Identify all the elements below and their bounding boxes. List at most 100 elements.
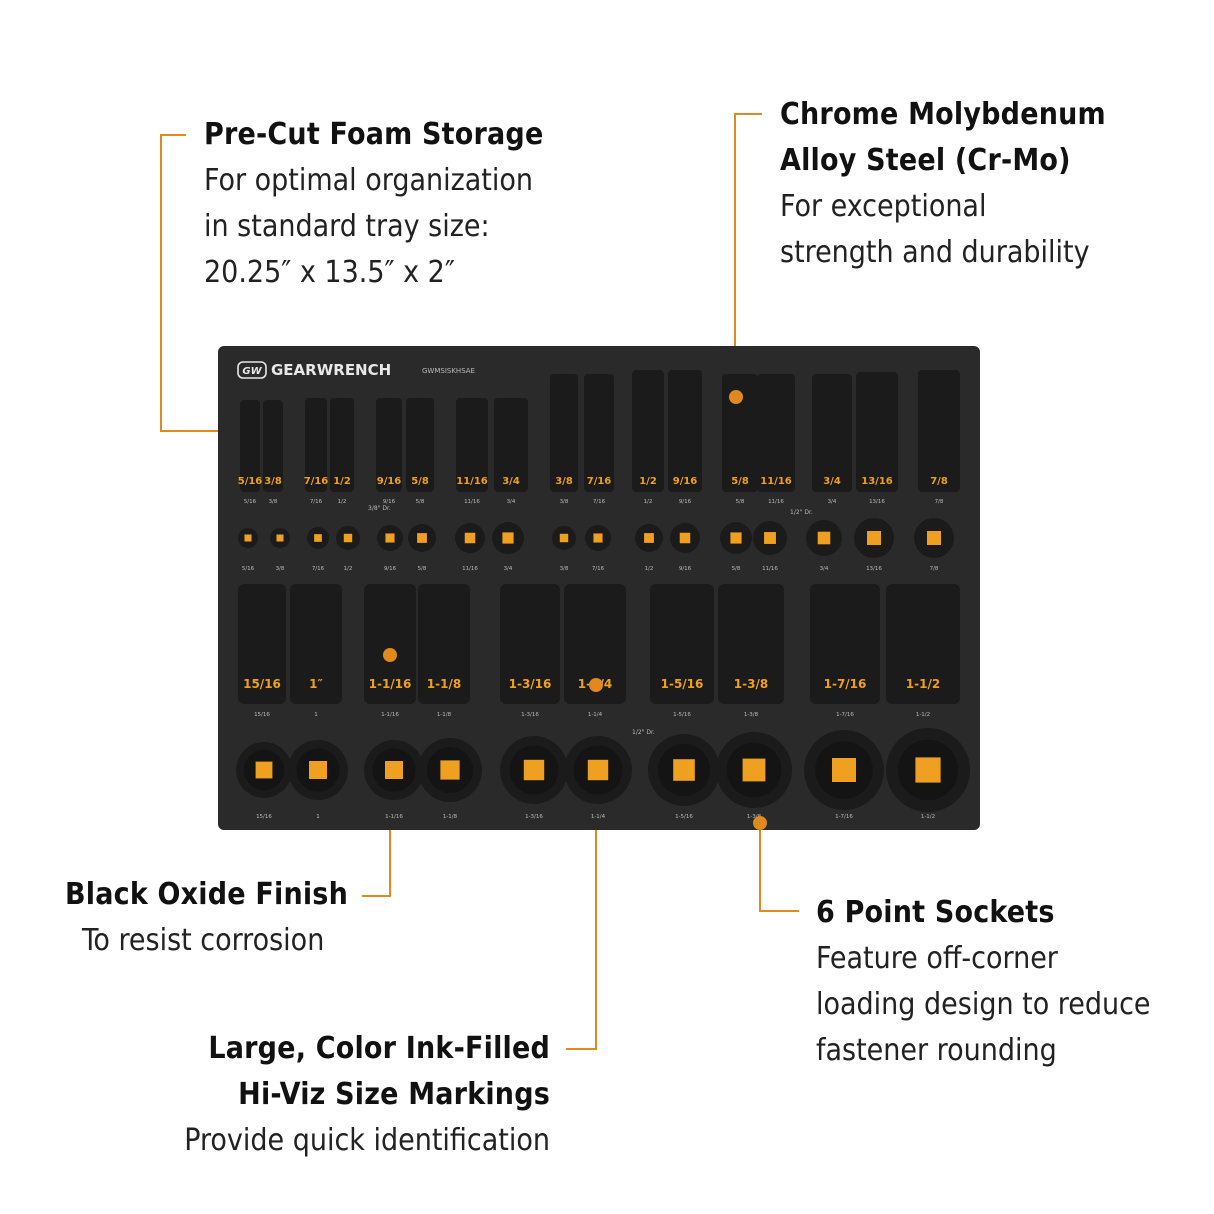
foam-leader-vertical (160, 134, 162, 432)
shallow-socket-drive-3 (343, 533, 353, 543)
chrome-leader-dot (729, 390, 743, 404)
large-shallow-socket-drive-7 (742, 758, 766, 782)
large-shallow-socket-slot-label-1: 1 (316, 814, 320, 820)
large-socket-1-1-4-5 (564, 584, 626, 704)
drive-label-1-2-top: 1/2" Dr. (790, 509, 813, 516)
large-socket-slot-label-7: 1-3/8 (744, 712, 759, 718)
shallow-socket-slot-label-14: 3/4 (820, 566, 829, 572)
large-socket-slot-label-5: 1-1/4 (588, 712, 603, 718)
shallow-socket-slot-label-2: 7/16 (312, 566, 325, 572)
deep-socket-slot-label-2: 7/16 (310, 499, 323, 505)
deep-socket-slot-label-15: 13/16 (869, 499, 885, 505)
large-socket-marking-2: 1-1/16 (369, 677, 412, 691)
markings-title-1: Large, Color Ink-Filled (208, 1031, 550, 1066)
shallow-socket-slot-label-11: 9/16 (679, 566, 692, 572)
large-shallow-socket-drive-6 (673, 759, 695, 781)
deep-socket-7-16-2 (305, 398, 327, 492)
markings-title-2: Hi-Viz Size Markings (238, 1077, 550, 1112)
model-number: GWMSISKHSAE (422, 367, 475, 375)
six-point-desc-1: Feature off-corner (816, 941, 1058, 976)
six-point-desc-3: fastener rounding (816, 1033, 1057, 1068)
shallow-socket-drive-2 (314, 534, 322, 542)
shallow-socket-slot-label-3: 1/2 (344, 566, 353, 572)
chrome-desc-2: strength and durability (780, 235, 1090, 270)
shallow-socket-slot-label-13: 11/16 (762, 566, 778, 572)
deep-socket-3-4-7 (494, 398, 528, 492)
large-socket-marking-3: 1-1/8 (427, 677, 461, 691)
large-socket-1-3-16-4 (500, 584, 560, 704)
deep-socket-9-16-4 (376, 398, 402, 492)
large-socket-slot-label-3: 1-1/8 (437, 712, 452, 718)
deep-socket-marking-13: 11/16 (760, 476, 792, 487)
deep-socket-slot-label-14: 3/4 (828, 499, 837, 505)
shallow-socket-drive-8 (559, 533, 569, 543)
shallow-socket-slot-label-12: 5/8 (732, 566, 741, 572)
six-point-desc-2: loading design to reduce (816, 987, 1151, 1022)
chrome-callout: Chrome Molybdenum Alloy Steel (Cr-Mo) Fo… (780, 92, 1106, 276)
black-oxide-callout: Black Oxide Finish To resist corrosion (60, 872, 348, 964)
deep-socket-marking-10: 1/2 (639, 476, 657, 487)
chrome-leader-vertical (734, 113, 736, 397)
foam-storage-desc-2: in standard tray size: (204, 209, 490, 244)
shallow-socket-slot-label-5: 5/8 (418, 566, 427, 572)
shallow-socket-drive-9 (593, 533, 603, 543)
deep-socket-marking-8: 3/8 (555, 476, 573, 487)
shallow-socket-drive-7 (502, 532, 514, 544)
large-socket-1-1-8-3 (418, 584, 470, 704)
chrome-title-1: Chrome Molybdenum (780, 97, 1106, 132)
deep-socket-13-16-15 (856, 372, 898, 492)
foam-tray: GW GEARWRENCH GWMSISKHSAE 3/8" Dr. 1/2" … (218, 346, 980, 830)
oxide-leader-bottom (362, 895, 390, 897)
black-oxide-desc: To resist corrosion (82, 923, 325, 958)
large-socket-15-16-0 (238, 584, 286, 704)
shallow-socket-slot-label-9: 7/16 (592, 566, 605, 572)
large-shallow-socket-drive-4 (523, 759, 545, 781)
large-shallow-socket-slot-label-2: 1-1/16 (385, 814, 403, 820)
large-socket-marking-7: 1-3/8 (734, 677, 768, 691)
chrome-title-2: Alloy Steel (Cr-Mo) (780, 143, 1071, 178)
large-shallow-socket-drive-3 (440, 760, 460, 780)
markings-callout: Large, Color Ink-Filled Hi-Viz Size Mark… (120, 1026, 550, 1164)
large-socket-1-3-8-7 (718, 584, 784, 704)
deep-socket-marking-7: 3/4 (502, 476, 520, 487)
markings-leader-vertical (595, 684, 597, 1050)
six-point-leader-bottom (759, 910, 799, 912)
large-socket-slot-label-8: 1-7/16 (836, 712, 854, 718)
deep-socket-3-4-14 (812, 374, 852, 492)
large-socket-marking-1: 1″ (309, 677, 323, 691)
shallow-socket-slot-label-15: 13/16 (866, 566, 882, 572)
six-point-leader-dot (753, 816, 767, 830)
deep-socket-11-16-6 (456, 398, 488, 492)
deep-socket-marking-1: 3/8 (264, 476, 282, 487)
deep-socket-marking-9: 7/16 (587, 476, 612, 487)
large-shallow-socket-drive-1 (309, 761, 327, 779)
deep-socket-7-16-9 (584, 374, 614, 492)
large-socket-slot-label-9: 1-1/2 (916, 712, 930, 718)
large-shallow-socket-slot-label-5: 1-1/4 (591, 814, 606, 820)
large-shallow-socket-slot-label-3: 1-1/8 (443, 814, 458, 820)
large-socket-slot-label-0: 15/16 (254, 712, 270, 718)
shallow-socket-slot-label-0: 5/16 (242, 566, 255, 572)
large-shallow-socket-slot-label-9: 1-1/2 (921, 814, 935, 820)
large-socket-marking-8: 1-7/16 (824, 677, 867, 691)
deep-socket-marking-2: 7/16 (304, 476, 329, 487)
deep-socket-slot-label-3: 1/2 (338, 499, 347, 505)
large-socket-1-1 (290, 584, 342, 704)
six-point-callout: 6 Point Sockets Feature off-corner loadi… (816, 890, 1151, 1074)
deep-socket-marking-11: 9/16 (673, 476, 698, 487)
deep-socket-slot-label-12: 5/8 (736, 499, 745, 505)
deep-socket-11-16-13 (757, 374, 795, 492)
large-socket-slot-label-6: 1-5/16 (673, 712, 691, 718)
markings-desc: Provide quick identification (184, 1123, 550, 1158)
shallow-socket-drive-13 (764, 532, 776, 544)
deep-socket-slot-label-10: 1/2 (644, 499, 653, 505)
gw-logo-text: GW (242, 366, 262, 377)
large-socket-1-1-2-9 (886, 584, 960, 704)
large-socket-marking-0: 15/16 (243, 677, 281, 691)
large-socket-marking-9: 1-1/2 (906, 677, 940, 691)
deep-socket-slot-label-6: 11/16 (464, 499, 480, 505)
shallow-socket-slot-label-7: 3/4 (504, 566, 513, 572)
deep-socket-slot-label-4: 9/16 (383, 499, 396, 505)
large-socket-1-1-16-2 (364, 584, 416, 704)
